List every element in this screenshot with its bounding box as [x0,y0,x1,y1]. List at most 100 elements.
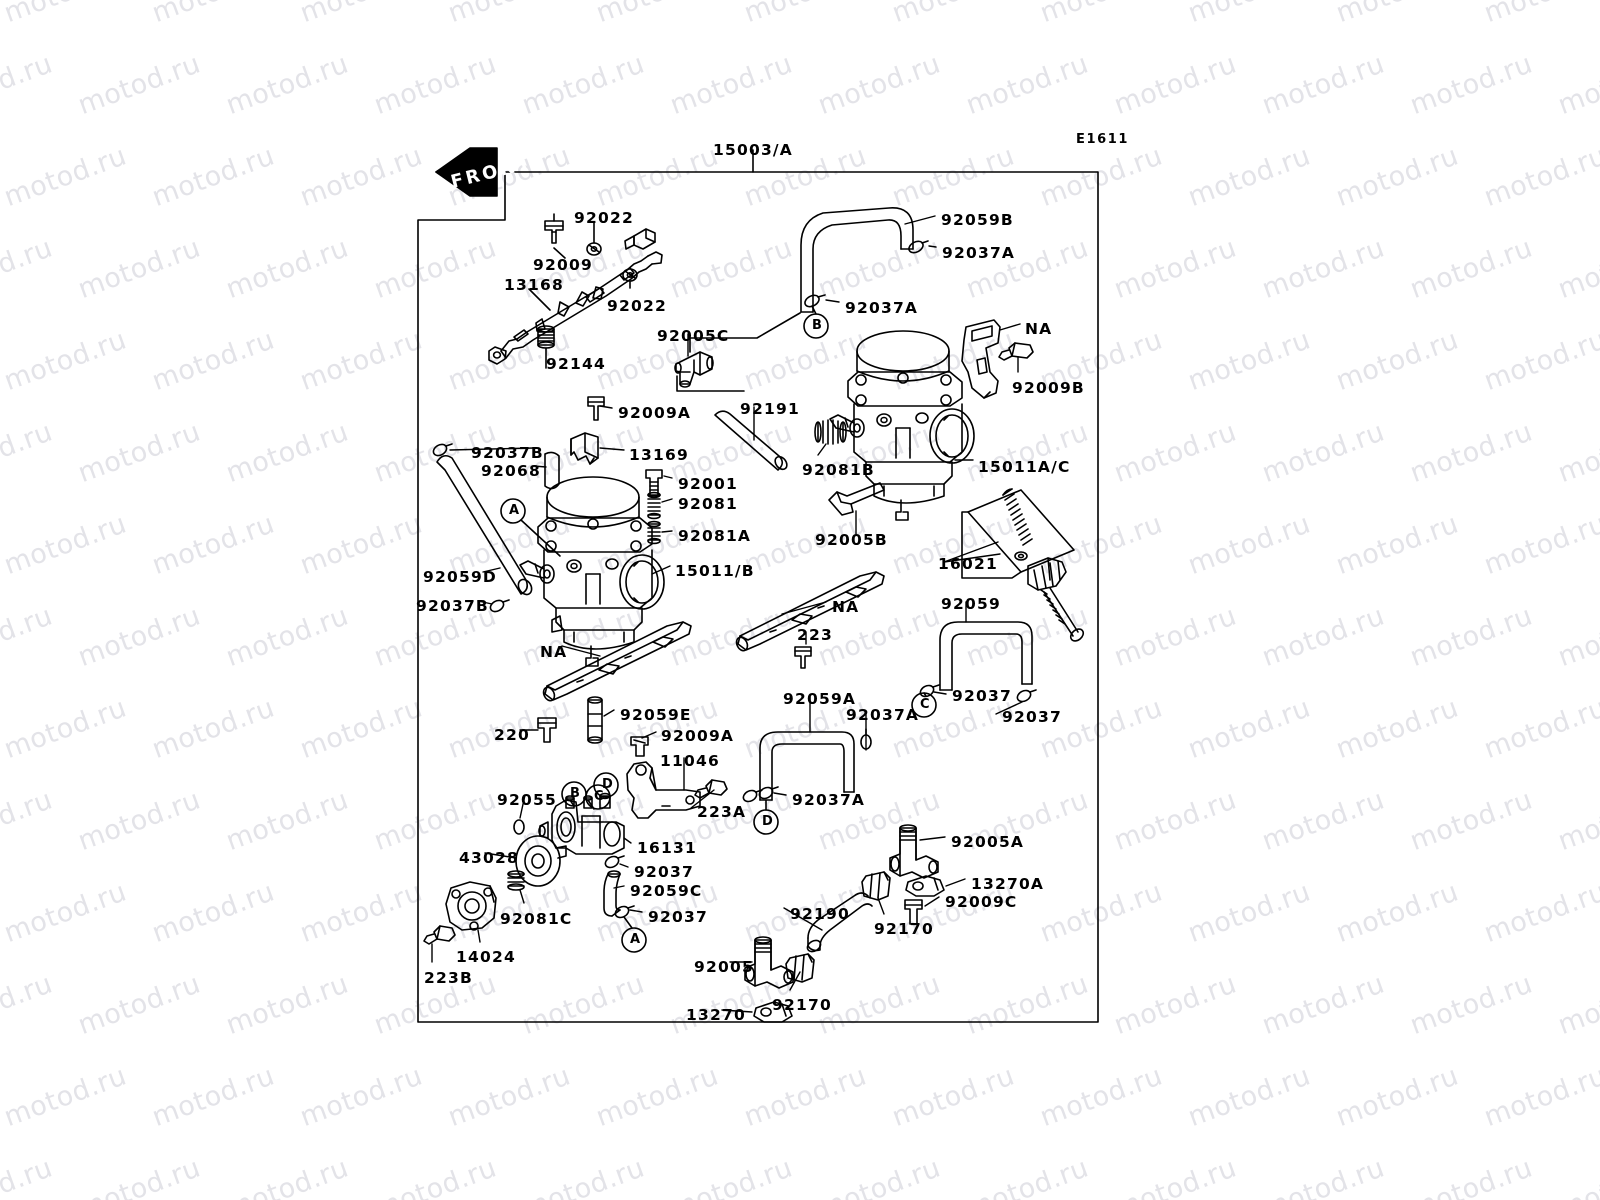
part-label-92059B[interactable]: 92059B [941,211,1014,229]
part-label-92037A-m[interactable]: 92037A [846,706,920,724]
part-label-92009[interactable]: 92009 [533,256,593,274]
part-label-223[interactable]: 223 [797,626,833,644]
part-92009C-bolt [904,899,923,925]
part-label-92022-top[interactable]: 92022 [574,209,634,227]
part-label-92037A-d[interactable]: 92037A [792,791,866,809]
part-92009A-screw-lower [630,736,649,757]
part-label-NA-mid[interactable]: NA [832,598,860,616]
part-92037A-oring-D [758,786,779,800]
part-label-92037A-r1[interactable]: 92037A [942,244,1016,262]
part-92170-clamp-right [861,871,891,901]
part-92144-grommet [537,325,555,349]
part-label-92081B[interactable]: 92081B [802,461,875,479]
part-label-92009B[interactable]: 92009B [1012,379,1085,397]
front-arrow-badge [435,147,498,197]
part-223B-bolt [423,925,456,945]
part-92009-bolt [544,220,564,244]
part-label-92022-low[interactable]: 92022 [607,297,667,315]
part-label-92037-a1[interactable]: 92037 [634,863,694,881]
part-label-92037-c2[interactable]: 92037 [1002,708,1062,726]
part-label-14024[interactable]: 14024 [456,948,516,966]
part-92009B-bolt [998,342,1034,361]
assembly-boundary-box [417,171,1099,1023]
part-label-92037A-r2[interactable]: 92037A [845,299,919,317]
callout-letter-C-low: C [594,789,604,804]
callout-circles [500,305,937,953]
part-label-92005C[interactable]: 92005C [657,327,730,345]
part-label-92190[interactable]: 92190 [790,905,850,923]
part-14024-cover [445,881,497,931]
part-label-92081A[interactable]: 92081A [678,527,752,545]
callout-letter-A-bottom: A [630,932,641,947]
part-label-13169[interactable]: 13169 [629,446,689,464]
part-label-92037B-top[interactable]: 92037B [471,444,544,462]
part-label-92081[interactable]: 92081 [678,495,738,513]
part-label-92005[interactable]: 92005 [694,958,754,976]
part-label-16131[interactable]: 16131 [637,839,697,857]
part-label-92055[interactable]: 92055 [497,791,557,809]
part-label-223A[interactable]: 223A [697,803,747,821]
part-13270A-clip [905,875,945,897]
part-92170-clamp-bottom [785,953,815,983]
part-16021-pilot-screw-assembly [961,488,1085,642]
callout-letter-C-right: C [920,697,930,712]
part-label-92009C[interactable]: 92009C [945,893,1018,911]
part-220-bolt [537,717,557,743]
leader-lines [431,215,1023,1013]
part-92005B-bolt [828,482,885,516]
part-label-15011B[interactable]: 15011/B [675,562,755,580]
part-92005-fitting-bottom [744,936,794,989]
part-label-15011AC[interactable]: 15011A/C [978,458,1071,476]
part-label-92068[interactable]: 92068 [481,462,541,480]
part-15011AC-carburetor-right [829,330,975,521]
part-label-NA-left[interactable]: NA [540,643,568,661]
part-label-43028[interactable]: 43028 [459,849,519,867]
part-92081C-spring [507,870,525,891]
part-label-92005A[interactable]: 92005A [951,833,1025,851]
part-label-92037-a2[interactable]: 92037 [648,908,708,926]
part-label-92191[interactable]: 92191 [740,400,800,418]
part-label-13270[interactable]: 13270 [686,1006,746,1024]
part-92001-screw [645,469,663,497]
part-label-92059C[interactable]: 92059C [630,882,703,900]
part-label-92170-r[interactable]: 92170 [874,920,934,938]
part-label-92001[interactable]: 92001 [678,475,738,493]
part-92059B-hose [800,207,914,313]
part-92055-oring [513,819,525,835]
part-92190-hose [806,892,873,953]
part-92005A-fitting [889,824,939,879]
part-43028-diaphragm [515,835,567,887]
callout-letter-D-mid: D [762,814,773,829]
part-92059D-hose-left [436,454,533,596]
part-label-92081C[interactable]: 92081C [500,910,573,928]
callout-letter-B-low: B [570,786,580,801]
part-92068-plug [544,451,560,490]
callout-letter-A-left: A [509,503,520,518]
part-92059E-tube [587,696,603,744]
part-92005C-fitting [674,351,714,388]
part-92037B-orings-left [432,443,510,613]
part-label-15003A[interactable]: 15003/A [713,141,793,159]
part-label-92170-b[interactable]: 92170 [772,996,832,1014]
part-label-92059[interactable]: 92059 [941,595,1001,613]
part-label-92009A-top[interactable]: 92009A [618,404,692,422]
part-92059-hose-right [939,621,1033,691]
part-label-92059A[interactable]: 92059A [783,690,857,708]
part-92059A-hose [759,731,855,801]
part-label-92059E[interactable]: 92059E [620,706,692,724]
part-label-13270A[interactable]: 13270A [971,875,1045,893]
part-label-11046[interactable]: 11046 [660,752,720,770]
part-label-92009A-low[interactable]: 92009A [661,727,735,745]
part-NA-bracket-right [961,319,1001,399]
part-label-223B[interactable]: 223B [424,969,473,987]
part-label-92059D[interactable]: 92059D [423,568,497,586]
part-label-92005B[interactable]: 92005B [815,531,888,549]
part-label-NA-right[interactable]: NA [1025,320,1053,338]
part-label-220[interactable]: 220 [494,726,530,744]
part-label-92144[interactable]: 92144 [546,355,606,373]
part-label-92037B-low[interactable]: 92037B [416,597,489,615]
part-92081-spring [647,491,661,520]
part-label-92037-c1[interactable]: 92037 [952,687,1012,705]
part-label-13168[interactable]: 13168 [504,276,564,294]
part-label-16021[interactable]: 16021 [938,555,998,573]
